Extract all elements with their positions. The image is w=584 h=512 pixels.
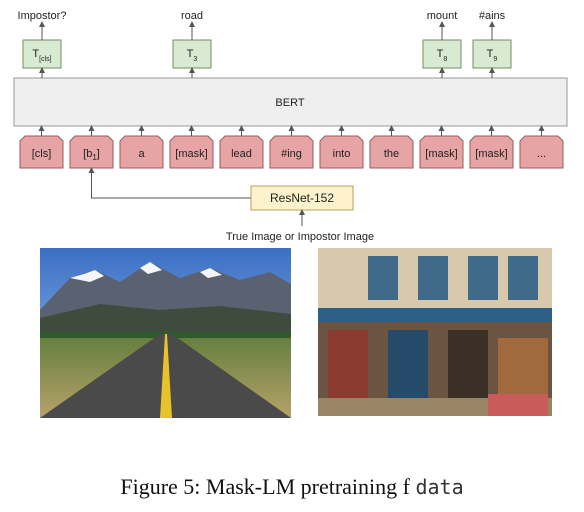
input-token-label: [b1] <box>83 148 100 162</box>
input-token: ... <box>519 135 564 169</box>
input-token: lead <box>219 135 264 169</box>
image-caption: True Image or Impostor Image <box>226 231 374 243</box>
input-token-label: [mask] <box>175 148 207 160</box>
figure-caption: Figure 5: Mask-LM pretraining f data <box>120 474 464 499</box>
input-token: [mask] <box>469 135 514 169</box>
input-token-label: [cls] <box>32 148 52 160</box>
input-token: [mask] <box>169 135 214 169</box>
input-token-label: a <box>138 148 145 160</box>
input-token: #ing <box>269 135 314 169</box>
output-token-label: T3 <box>187 48 198 63</box>
resnet-box <box>250 185 354 211</box>
input-token-label: [mask] <box>425 148 457 160</box>
output-token-label: T9 <box>487 48 498 63</box>
resnet-label: ResNet-152 <box>270 191 334 205</box>
input-token-label: [mask] <box>475 148 507 160</box>
output-token: T9 <box>472 39 512 69</box>
input-token: [b1] <box>69 135 114 169</box>
output-word-label: #ains <box>479 10 506 22</box>
input-token: [mask] <box>419 135 464 169</box>
input-token: [cls] <box>19 135 64 169</box>
input-token-label: lead <box>231 148 252 160</box>
input-token-label: into <box>333 148 351 160</box>
output-token: T8 <box>422 39 462 69</box>
input-token: a <box>119 135 164 169</box>
road-mountain-photo <box>40 248 291 418</box>
bert-label: BERT <box>275 97 304 109</box>
input-token-label: the <box>384 148 399 160</box>
shop-facade-photo <box>318 248 552 416</box>
input-token: the <box>369 135 414 169</box>
output-word-label: Impostor? <box>18 10 67 22</box>
output-word-label: road <box>181 10 203 22</box>
input-token: into <box>319 135 364 169</box>
output-token-label: T[cls] <box>32 48 51 63</box>
bert-box <box>13 77 568 127</box>
input-token-label: ... <box>537 148 546 160</box>
figure-caption-tail: data <box>415 475 464 499</box>
output-token-label: T8 <box>437 48 448 63</box>
input-token-label: #ing <box>281 148 302 160</box>
output-token: T[cls] <box>22 39 62 69</box>
image-to-token-arrow <box>88 167 251 199</box>
output-word-label: mount <box>427 10 458 22</box>
output-token: T3 <box>172 39 212 69</box>
